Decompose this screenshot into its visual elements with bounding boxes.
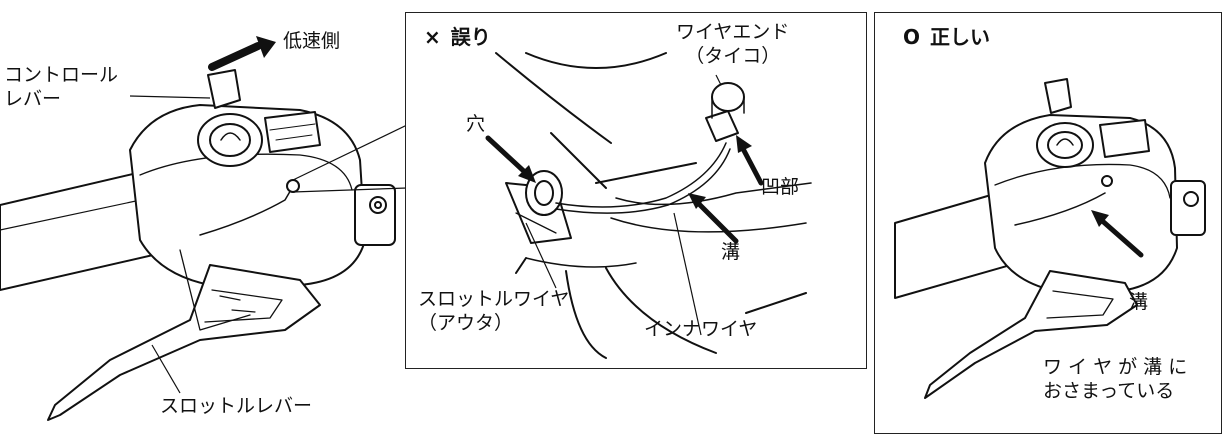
- correct-mark-icon: O: [903, 25, 921, 49]
- recess-label: 凹部: [761, 176, 800, 198]
- wrong-title-text: 誤り: [450, 25, 491, 49]
- low-speed-side-label: 低速側: [283, 30, 341, 52]
- hole-label: 穴: [466, 113, 486, 135]
- wire-end-text: ワイヤエンド （タイコ）: [676, 21, 790, 67]
- correct-note: ワ イ ヤ が 溝 に おさまっている: [1043, 356, 1187, 404]
- correct-installation-drawing: [894, 78, 1206, 399]
- wrong-installation-panel: × 誤り 穴 ワイヤエンド （タイコ） 凹部 溝 スロットルワイヤ （アウタ） イ…: [405, 12, 867, 369]
- wrong-title: × 誤り: [424, 21, 491, 50]
- correct-title-text: 正しい: [930, 25, 991, 49]
- correct-note-text: ワ イ ヤ が 溝 に おさまっている: [1043, 356, 1188, 402]
- throttle-wire-outer-text: スロットルワイヤ （アウタ）: [418, 288, 570, 334]
- inner-wire-label: インナワイヤ: [644, 318, 758, 340]
- throttle-lever-label: スロットルレバー: [160, 395, 313, 417]
- throttle-wire-outer-label: スロットルワイヤ （アウタ）: [418, 288, 569, 336]
- control-lever-label: コントロール レバー: [4, 64, 118, 112]
- throttle-assembly-illustration: [0, 36, 408, 421]
- wrong-mark-icon: ×: [424, 25, 441, 49]
- groove-label: 溝: [721, 241, 741, 263]
- correct-installation-panel: O 正しい 溝 ワ イ ヤ が 溝 に おさまっている: [874, 12, 1222, 434]
- correct-title: O 正しい: [903, 21, 990, 50]
- wrong-installation-drawing: [485, 52, 812, 359]
- wire-end-label: ワイヤエンド （タイコ）: [676, 21, 789, 69]
- correct-groove-label: 溝: [1129, 291, 1149, 313]
- control-lever-text: コントロール レバー: [4, 64, 119, 110]
